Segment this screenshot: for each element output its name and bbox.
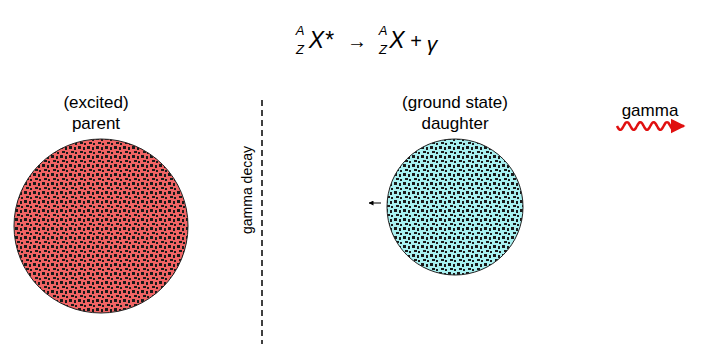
- nucleus-label: parent: [6, 113, 186, 134]
- mass-number: A: [379, 24, 388, 37]
- atomic-number: Z: [379, 43, 387, 56]
- nucleus-symbol: X*: [309, 29, 333, 52]
- nucleus-circle: [385, 137, 525, 277]
- nucleus-symbol: X: [389, 29, 404, 52]
- nucleus-fill: [14, 139, 188, 313]
- nucleus-label: daughter: [385, 113, 525, 134]
- gamma-symbol: γ: [427, 33, 438, 54]
- reaction-arrow: →: [347, 31, 367, 51]
- gamma-wave: [617, 122, 684, 130]
- process-label: gamma decay: [240, 146, 254, 234]
- gamma-label: gamma: [622, 102, 679, 119]
- nucleon-speckle: [387, 139, 523, 275]
- nucleus-node: (ground state)daughter: [385, 92, 525, 277]
- nucleon-speckle: [14, 139, 188, 313]
- nucleus-label: (ground state): [385, 92, 525, 113]
- atomic-number: Z: [296, 43, 304, 56]
- nucleus-node: (excited)parent: [6, 92, 186, 315]
- mass-number: A: [296, 24, 305, 37]
- decay-divider: [261, 100, 263, 344]
- nucleus-label: (excited): [6, 92, 186, 113]
- nucleus-circle: [6, 137, 186, 315]
- plus-sign: +: [410, 31, 422, 51]
- nucleus-fill: [387, 139, 523, 275]
- recoil-arrow: [369, 203, 381, 204]
